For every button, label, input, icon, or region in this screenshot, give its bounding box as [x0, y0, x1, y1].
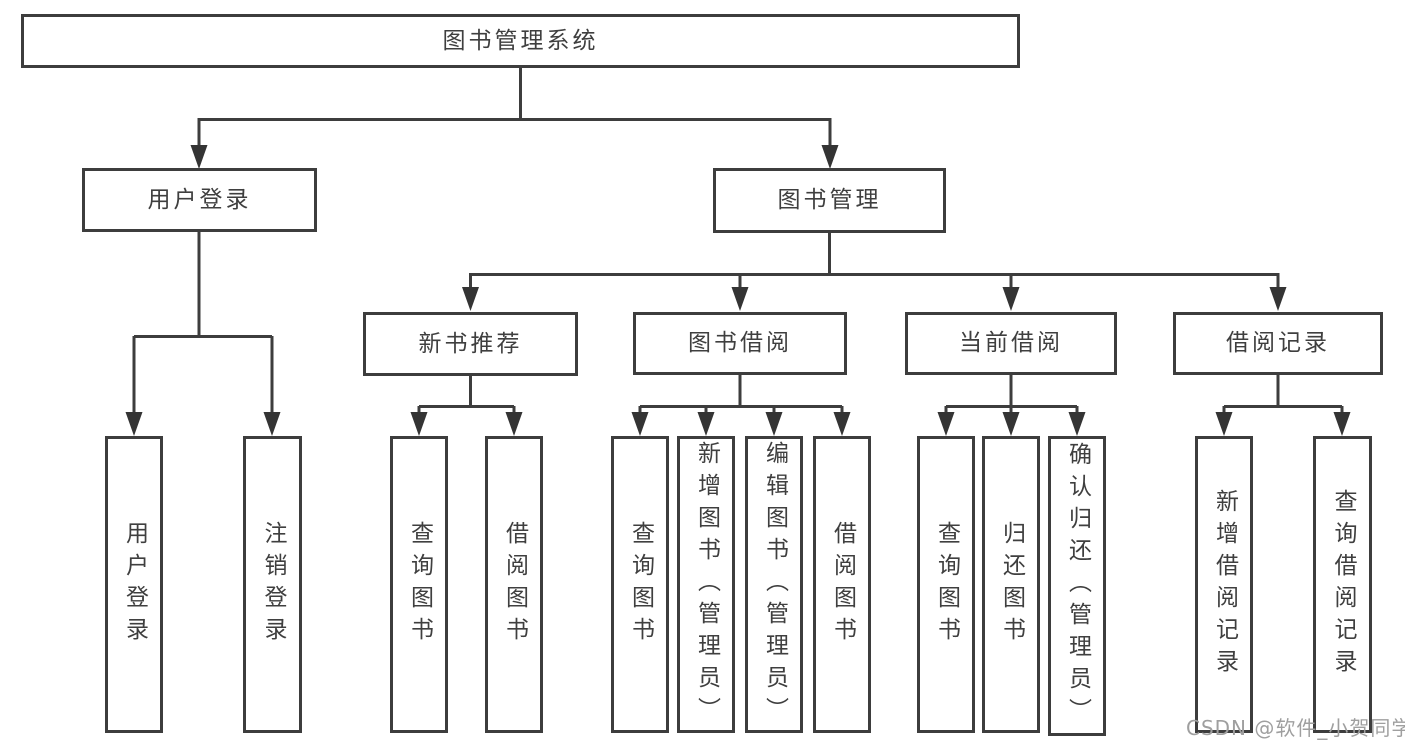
node-library-management-system-label: 图书管理系统 [442, 27, 599, 54]
leaf-add-books-admin-label: 新增图书（管理员） [693, 440, 720, 729]
edge-line [1222, 372, 1344, 416]
arrowhead-icon [462, 287, 1287, 311]
leaf-borrow-books-label: 借阅图书 [829, 520, 856, 649]
arrowhead-icon [1215, 412, 1351, 436]
leaf-query-borrow-record: 查询借阅记录 [1313, 436, 1372, 733]
node-new-book-recommend-label: 新书推荐 [418, 330, 523, 357]
leaf-newbook-query-books: 查询图书 [390, 436, 448, 733]
leaf-current-query-books-label: 查询图书 [933, 520, 960, 649]
leaf-newbook-query-books-label: 查询图书 [406, 520, 433, 649]
connector-root-branch [190, 65, 839, 169]
connector-new-book-branch [410, 373, 523, 436]
arrowhead-icon [125, 412, 281, 436]
leaf-query-borrow-record-label: 查询借阅记录 [1330, 488, 1356, 681]
edge-line [417, 373, 516, 416]
node-borrow-records: 借阅记录 [1173, 312, 1383, 375]
leaf-add-borrow-record-label: 新增借阅记录 [1211, 488, 1238, 681]
connector-current-borrow-branch [937, 372, 1086, 436]
leaf-borrow-query-books-label: 查询图书 [627, 520, 654, 649]
node-book-management: 图书管理 [713, 168, 946, 233]
node-book-management-label: 图书管理 [777, 187, 882, 213]
leaf-confirm-return-admin: 确认归还（管理员） [1048, 436, 1106, 736]
edge-line [469, 230, 1280, 291]
node-library-management-system: 图书管理系统 [21, 14, 1020, 68]
leaf-current-query-books: 查询图书 [917, 436, 975, 733]
connector-book-borrow-branch [631, 372, 851, 436]
connector-user-login-branch [125, 229, 281, 436]
leaf-logout-label: 注销登录 [260, 520, 286, 649]
edge-line [132, 229, 274, 415]
leaf-borrow-query-books: 查询图书 [611, 436, 669, 733]
connector-book-management-branch [462, 230, 1287, 311]
connector-borrow-records-branch [1215, 372, 1351, 436]
leaf-return-books-label: 归还图书 [998, 520, 1025, 649]
csdn-watermark: CSDN @软件_小贺同学 [1186, 716, 1405, 740]
edge-line [197, 65, 832, 146]
leaf-newbook-borrow-books-label: 借阅图书 [501, 520, 528, 649]
node-book-borrow: 图书借阅 [633, 312, 847, 375]
node-current-borrow: 当前借阅 [905, 312, 1117, 375]
leaf-newbook-borrow-books: 借阅图书 [485, 436, 543, 733]
leaf-return-books: 归还图书 [982, 436, 1040, 733]
node-borrow-records-label: 借阅记录 [1226, 330, 1330, 356]
leaf-edit-books-admin: 编辑图书（管理员） [745, 436, 803, 733]
leaf-add-books-admin: 新增图书（管理员） [677, 436, 735, 733]
leaf-user-login-label: 用户登录 [121, 520, 148, 649]
edge-line [944, 372, 1079, 416]
arrowhead-icon [410, 412, 523, 436]
arrowhead-icon [190, 145, 839, 169]
leaf-borrow-books: 借阅图书 [813, 436, 871, 733]
leaf-logout: 注销登录 [243, 436, 302, 733]
node-new-book-recommend: 新书推荐 [363, 312, 578, 376]
node-user-login-label: 用户登录 [147, 186, 252, 213]
leaf-user-login: 用户登录 [105, 436, 163, 733]
leaf-add-borrow-record: 新增借阅记录 [1195, 436, 1253, 733]
arrowhead-icon [631, 412, 851, 436]
node-user-login: 用户登录 [82, 168, 317, 232]
node-current-borrow-label: 当前借阅 [959, 330, 1063, 356]
leaf-edit-books-admin-label: 编辑图书（管理员） [761, 440, 788, 729]
edge-line [638, 372, 844, 416]
node-book-borrow-label: 图书借阅 [688, 330, 792, 356]
leaf-confirm-return-admin-label: 确认归还（管理员） [1064, 442, 1091, 730]
arrowhead-icon [937, 412, 1086, 436]
